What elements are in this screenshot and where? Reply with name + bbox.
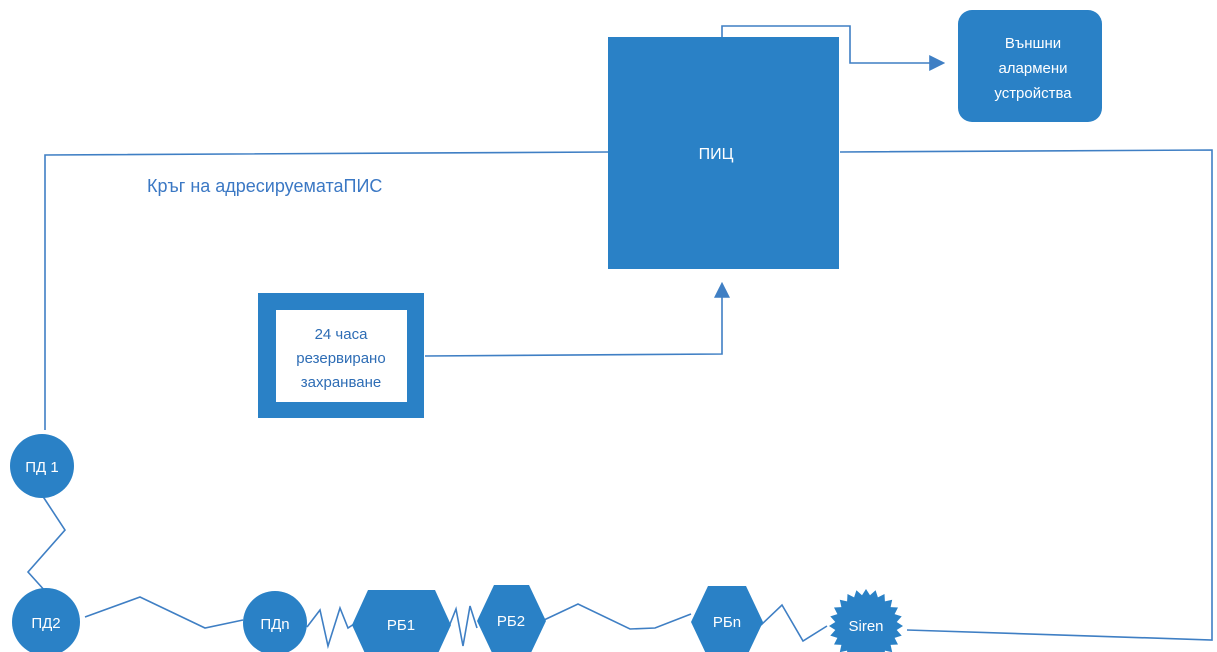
backup-power-label-3: захранване bbox=[301, 374, 381, 391]
loop-line-left bbox=[44, 151, 609, 430]
loop-line-right bbox=[839, 149, 1213, 641]
wire-pdn-rb1 bbox=[306, 605, 355, 650]
backup-power-label-1: 24 часа bbox=[315, 326, 369, 343]
detector-pd1-label: ПД 1 bbox=[25, 459, 58, 476]
call-point-rb1 bbox=[352, 590, 451, 652]
wire-pd2-pdn bbox=[84, 596, 244, 629]
detector-pdn-label: ПДn bbox=[260, 616, 289, 633]
wire-rb2-rbn bbox=[543, 603, 692, 630]
siren-icon bbox=[829, 589, 903, 652]
call-point-rb1-label: РБ1 bbox=[387, 617, 415, 634]
call-point-rbn bbox=[691, 586, 763, 652]
detector-pd2-label: ПД2 bbox=[31, 615, 60, 632]
external-devices-label-2: алармени bbox=[998, 60, 1067, 77]
loop-label: Кръг на адресируематаПИС bbox=[147, 176, 382, 196]
call-point-rb2-label: РБ2 bbox=[497, 613, 525, 630]
backup-power-inner bbox=[276, 310, 407, 402]
panel-box bbox=[608, 37, 839, 269]
wire-pd1-pd2 bbox=[26, 494, 67, 593]
siren-label: Siren bbox=[848, 618, 883, 635]
detector-pd2 bbox=[12, 588, 80, 652]
wire-power-panel bbox=[424, 281, 730, 357]
detector-pd1 bbox=[10, 434, 74, 498]
call-point-rbn-label: РБn bbox=[713, 614, 741, 631]
detector-pdn bbox=[243, 591, 307, 652]
backup-power-label-2: резервирано bbox=[296, 350, 385, 367]
wire-rb1-rb2 bbox=[449, 605, 478, 647]
panel-label: ПИЦ bbox=[699, 146, 734, 163]
call-point-rb2 bbox=[477, 585, 546, 652]
external-devices-label-1: Външни bbox=[1005, 35, 1061, 52]
external-devices-box bbox=[958, 10, 1102, 122]
wire-rbn-siren bbox=[760, 603, 828, 643]
external-devices-label-3: устройства bbox=[994, 85, 1072, 102]
loop-wiring bbox=[26, 25, 1213, 650]
wire-panel-external bbox=[721, 25, 946, 71]
